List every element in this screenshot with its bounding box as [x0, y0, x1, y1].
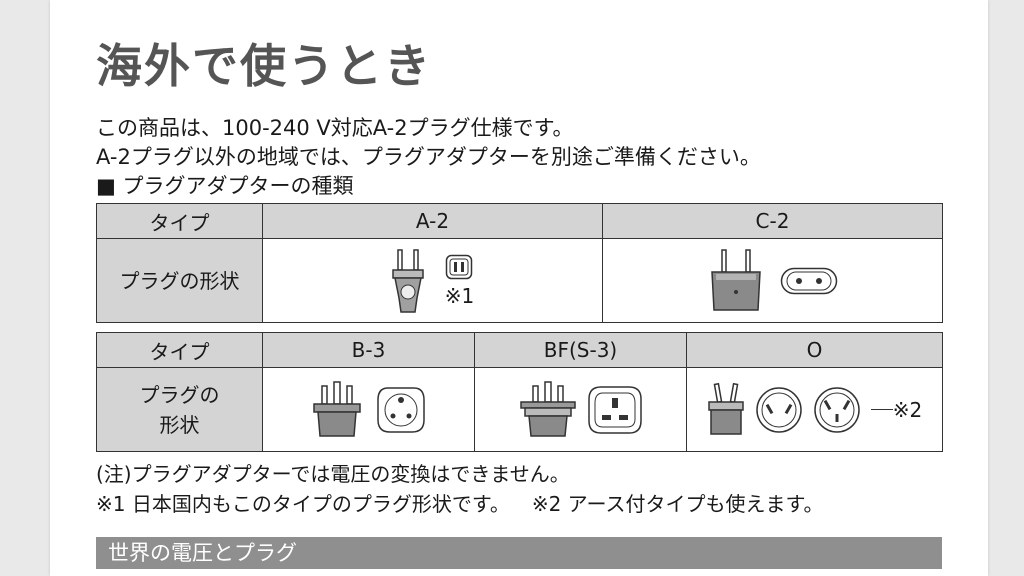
intro-line-2: A-2プラグ以外の地域では、プラグアダプターを別途ご準備ください。: [96, 145, 761, 169]
note-2: ※2 アース付タイプも使えます。: [531, 492, 824, 516]
type-a2-header: A-2: [262, 203, 603, 239]
plug-bf-icon: [519, 380, 577, 440]
notes: (注)プラグアダプターでは電圧の変換はできません。 ※1 日本国内もこのタイプの…: [96, 459, 823, 519]
o-shape-cell: ※2: [686, 367, 943, 452]
page-title: 海外で使うとき: [96, 39, 432, 93]
socket-bf-icon: [587, 385, 643, 435]
type-c2-header: C-2: [602, 203, 943, 239]
type-o-header: O: [686, 332, 943, 368]
shape-row-label-line-2: 形状: [159, 412, 200, 437]
note-1: ※1 日本国内もこのタイプのプラグ形状です。: [96, 492, 510, 516]
plug-table-1: タイプ A-2 C-2 プラグの形状: [96, 203, 943, 323]
type-header: タイプ: [96, 203, 263, 239]
manual-page: 海外で使うとき この商品は、100-240 V対応A-2プラグ仕様です。 A-2…: [50, 0, 988, 576]
c2-shape-cell: [602, 238, 943, 323]
shape-row-label: プラグの 形状: [96, 367, 263, 452]
shape-row-label: プラグの形状: [96, 238, 263, 323]
bf-shape-cell: [474, 367, 687, 452]
socket-c2-icon: [780, 267, 838, 295]
table-row: プラグの形状: [96, 238, 943, 323]
table-row: プラグの 形状: [96, 367, 943, 452]
plug-a2-icon: [391, 248, 425, 314]
type-b3-header: B-3: [262, 332, 475, 368]
plug-table-2: タイプ B-3 BF(S-3) O プラグの 形状: [96, 332, 943, 452]
leader-line: [870, 409, 893, 410]
type-bf-header: BF(S-3): [474, 332, 687, 368]
socket-o-icon: [755, 386, 803, 434]
plug-b3-icon: [312, 380, 362, 440]
table-header-row: タイプ B-3 BF(S-3) O: [96, 332, 943, 368]
note-voltage: (注)プラグアダプターでは電圧の変換はできません。: [96, 462, 570, 486]
plug-c2-icon: [708, 248, 764, 314]
b3-shape-cell: [262, 367, 475, 452]
socket-o-earth-icon: [813, 386, 861, 434]
o-note-mark: ※2: [892, 397, 923, 422]
a2-shape-cell: ※1: [262, 238, 603, 323]
section-heading-world-voltage: 世界の電圧とプラグ: [96, 537, 942, 569]
type-header: タイプ: [96, 332, 263, 368]
intro-line-1: この商品は、100-240 V対応A-2プラグ仕様です。: [96, 116, 574, 140]
socket-a2-icon: [445, 254, 473, 280]
socket-b3-icon: [376, 386, 426, 434]
adapter-types-heading: ■ プラグアダプターの種類: [96, 174, 354, 198]
shape-row-label-line-1: プラグの: [139, 382, 220, 407]
table-header-row: タイプ A-2 C-2: [96, 203, 943, 239]
intro-text: この商品は、100-240 V対応A-2プラグ仕様です。 A-2プラグ以外の地域…: [96, 114, 761, 201]
a2-note-mark: ※1: [444, 283, 475, 308]
plug-o-icon: [707, 382, 745, 438]
